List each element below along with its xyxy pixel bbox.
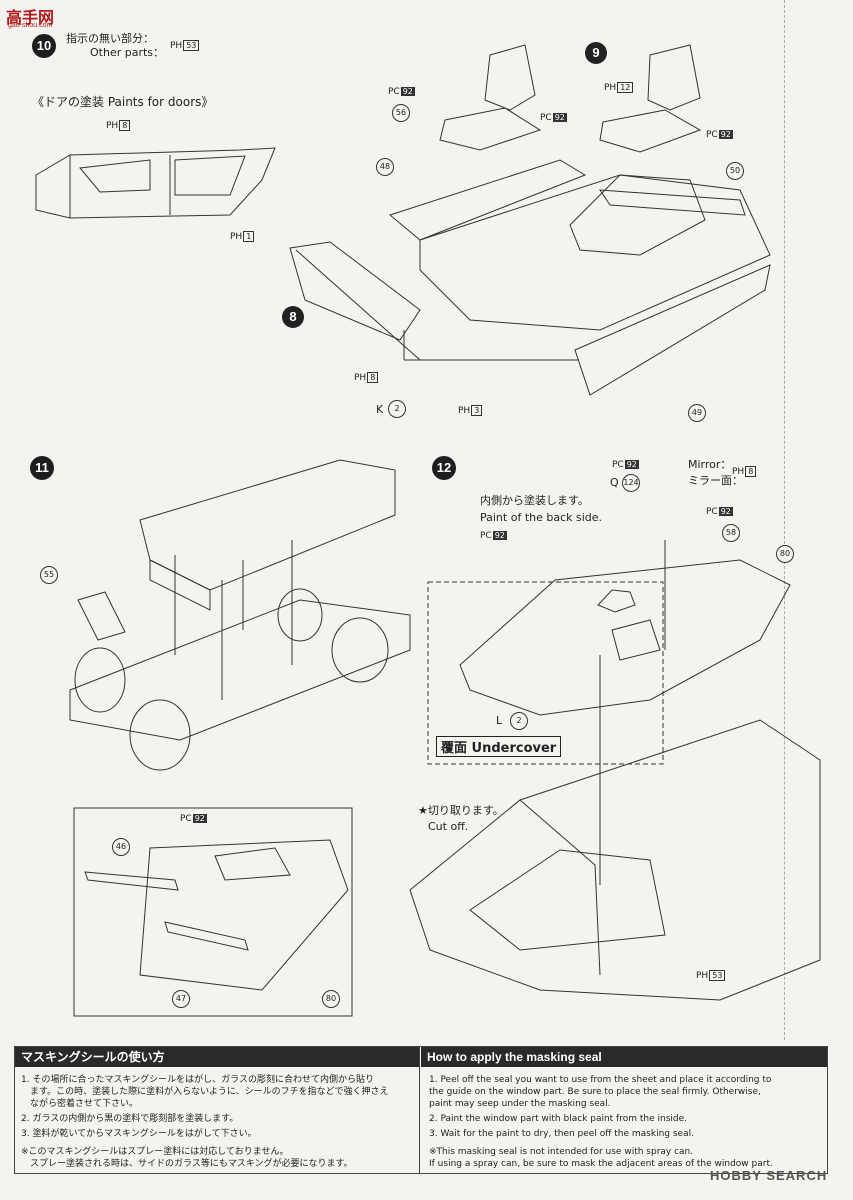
- doors-heading: 《ドアの塗装 Paints for doors》: [32, 95, 214, 109]
- paint-backside-jp: 内側から塗装します。: [480, 494, 589, 507]
- step12-window-body-drawing: [409, 540, 821, 1001]
- part-50: 50: [726, 162, 744, 180]
- part-46: 46: [112, 838, 130, 856]
- masking-en-line-3: paint may seep under the masking seal.: [429, 1099, 611, 1109]
- assembly-drawing: [35, 44, 821, 1017]
- undercover-label: 覆面 Undercover: [436, 736, 562, 757]
- q-part-number: 124: [622, 474, 640, 492]
- part-48: 48: [376, 158, 394, 176]
- part-80: 80: [776, 545, 794, 563]
- sub-step-8: 8: [282, 306, 304, 328]
- watermark-logo: 高手网: [6, 10, 55, 27]
- masking-jp-line-3: ながら密着させて下さい。: [21, 1099, 139, 1109]
- part-49: 49: [688, 404, 706, 422]
- part-58: 58: [722, 524, 740, 542]
- masking-jp-line-5: 3. 塗料が乾いてからマスキングシールをはがして下さい。: [21, 1129, 257, 1139]
- masking-en-line-4: 2. Paint the window part with black pain…: [429, 1114, 688, 1124]
- hobby-search-logo: HOBBY SEARCH: [710, 1168, 828, 1183]
- cut-off-en: Cut off.: [428, 820, 469, 833]
- no-instruction-jp: 指示の無い部分：: [66, 32, 154, 45]
- masking-en-line-7: If using a spray can, be sure to mask th…: [429, 1159, 773, 1169]
- masking-instructions-box: マスキングシールの使い方 How to apply the masking se…: [14, 1046, 828, 1174]
- step11-chassis-drawing: [69, 459, 411, 771]
- no-instruction-en: Other parts：: [90, 46, 165, 59]
- k-part-number: 2: [388, 400, 406, 418]
- margin-line: [784, 0, 786, 1040]
- watermark-url: gao-shou.com: [8, 22, 53, 29]
- masking-jp-line-7: スプレー塗装される時は、サイドのガラス等にもマスキングが必要になります。: [21, 1159, 353, 1169]
- part-55: 55: [40, 566, 58, 584]
- masking-en-line-2: the guide on the window part. Be sure to…: [429, 1087, 761, 1097]
- step-10-number: 10: [32, 34, 56, 58]
- q-part-label: Q: [610, 476, 619, 489]
- window-detail-drawing: [84, 839, 349, 991]
- l-part-label: L: [496, 714, 503, 727]
- sub-step-9: 9: [585, 42, 607, 64]
- part-80-detail: 80: [322, 990, 340, 1008]
- window-detail-frame: [73, 807, 353, 1017]
- l-part-number: 2: [510, 712, 528, 730]
- step-11-number: 11: [30, 456, 54, 480]
- masking-title-jp: マスキングシールの使い方: [15, 1047, 419, 1067]
- part-56: 56: [392, 104, 410, 122]
- masking-divider: [419, 1047, 420, 1173]
- k-part-label: K: [376, 403, 384, 416]
- cut-off-jp: ★切り取ります。: [418, 804, 504, 817]
- masking-jp-line-2: ます。この時、塗装した際に塗料が入らないように、シールのフチを指などで強く押さえ: [21, 1087, 389, 1097]
- masking-en-line-1: 1. Peel off the seal you want to use fro…: [429, 1075, 772, 1085]
- interior-tub-drawing: [289, 159, 771, 396]
- mirror-en: Mirror：: [688, 458, 732, 471]
- masking-jp-line-6: ※このマスキングシールはスプレー塗料には対応しておりません。: [21, 1147, 289, 1157]
- masking-title-en: How to apply the masking seal: [421, 1047, 827, 1067]
- part-47: 47: [172, 990, 190, 1008]
- masking-jp-line-4: 2. ガラスの内側から黒の塗料で彫刻部を塗装します。: [21, 1114, 239, 1124]
- mirror-jp: ミラー面：: [688, 474, 743, 487]
- masking-jp-line-1: 1. その場所に合ったマスキングシールをはがし、ガラスの彫刻に合わせて内側から貼…: [21, 1075, 375, 1085]
- masking-en-line-5: 3. Wait for the paint to dry, then peel …: [429, 1129, 694, 1139]
- masking-en-line-6: ※This masking seal is not intended for u…: [429, 1147, 694, 1157]
- front-seats-drawing: [439, 44, 702, 153]
- step-12-number: 12: [432, 456, 456, 480]
- paint-backside-en: Paint of the back side.: [480, 511, 603, 524]
- door-panel-drawing: [35, 147, 276, 219]
